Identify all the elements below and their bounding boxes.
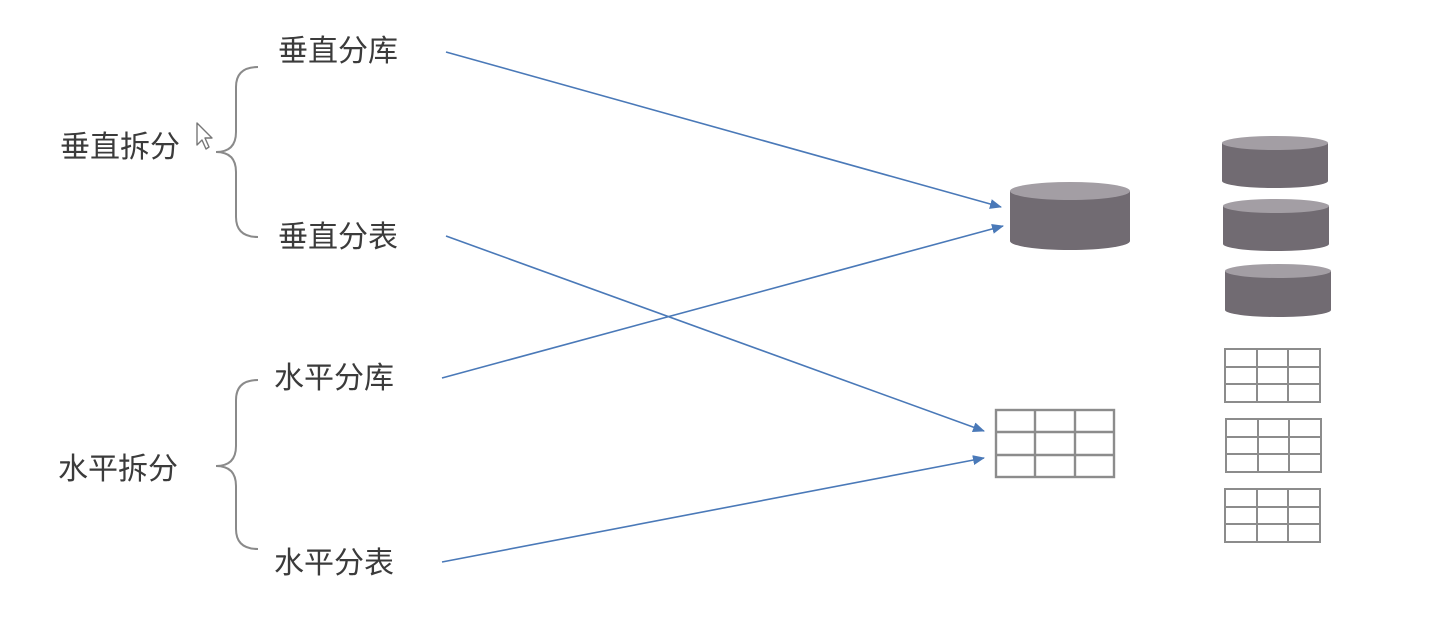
brace-vertical-split bbox=[215, 66, 259, 238]
database-icon bbox=[1223, 199, 1329, 251]
database-icon bbox=[1010, 182, 1130, 250]
table-grid-icon bbox=[1225, 418, 1322, 473]
item-label-horizontal-database-split: 水平分库 bbox=[274, 361, 394, 396]
group-label-vertical-split: 垂直拆分 bbox=[60, 130, 180, 165]
database-icon bbox=[1222, 136, 1328, 188]
arrow-vertical-database-to-database bbox=[445, 51, 1002, 209]
arrow-horizontal-table-to-table bbox=[441, 455, 985, 563]
mouse-pointer-icon bbox=[196, 122, 213, 150]
database-icon bbox=[1225, 264, 1331, 317]
table-grid-icon bbox=[1224, 348, 1321, 403]
arrow-horizontal-database-to-database bbox=[441, 224, 1004, 379]
item-label-vertical-table-split: 垂直分表 bbox=[278, 220, 398, 255]
table-grid-icon bbox=[994, 408, 1116, 479]
item-label-horizontal-table-split: 水平分表 bbox=[274, 546, 394, 581]
brace-horizontal-split bbox=[215, 379, 259, 550]
group-label-horizontal-split: 水平拆分 bbox=[58, 452, 178, 487]
arrow-vertical-table-to-table bbox=[445, 235, 985, 432]
table-grid-icon bbox=[1224, 488, 1321, 543]
item-label-vertical-database-split: 垂直分库 bbox=[278, 34, 398, 69]
